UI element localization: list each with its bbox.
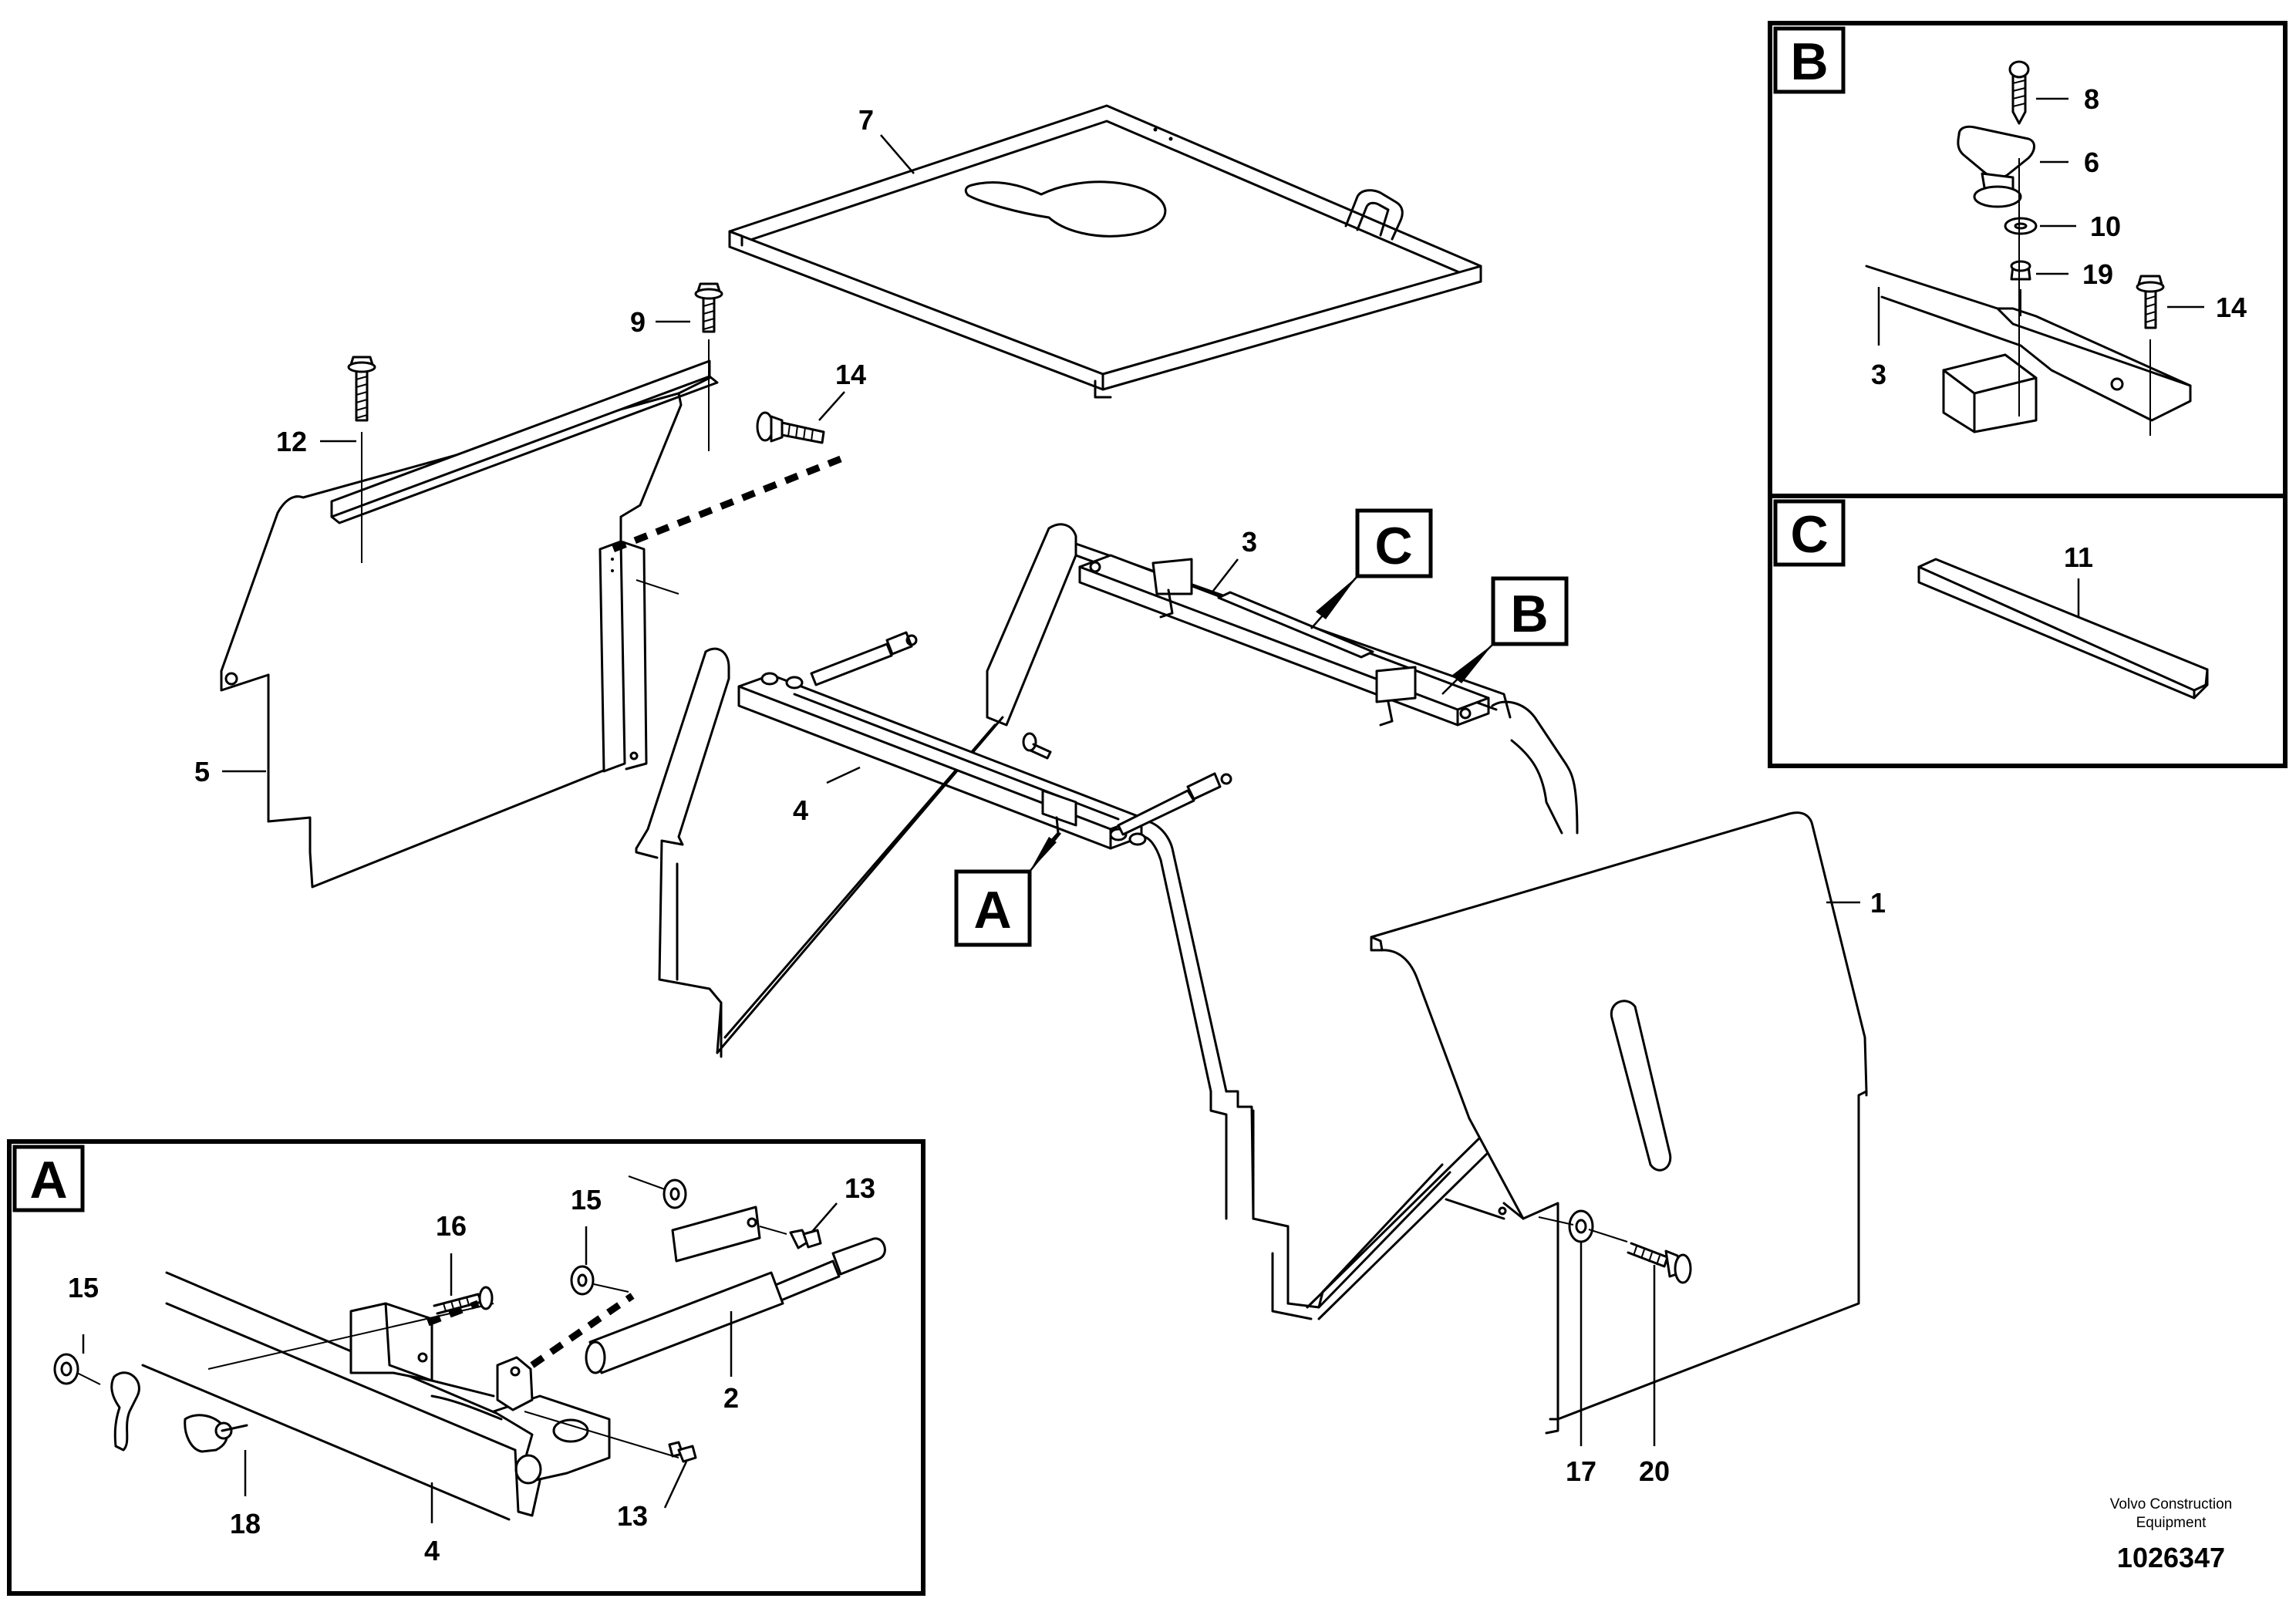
company-name-line2: Equipment [2136,1515,2207,1531]
detail-label-a: A [12,1145,85,1212]
label-13-top: 13 [845,1172,875,1204]
side-panel-part-5 [220,359,719,889]
detail-view-c [1768,494,2288,768]
bolt-part-20 [1627,1242,1692,1284]
label-15-left: 15 [68,1272,99,1303]
bolt-part-14-left [612,411,842,595]
label-7: 7 [858,104,874,136]
bolt-part-12 [347,356,376,563]
svg-text:C: C [1374,517,1412,575]
label-8: 8 [2084,83,2099,115]
svg-text:B: B [1510,585,1548,643]
rear-beam-part-3 [1078,554,1490,727]
label-16: 16 [436,1210,467,1242]
label-2: 2 [723,1382,739,1414]
label-14-detail: 14 [2216,292,2247,323]
callout-a: A [954,832,1061,947]
callout-b: B [1441,576,1569,695]
label-5: 5 [194,756,210,787]
detail-view-a [7,1139,925,1596]
svg-text:C: C [1790,505,1828,564]
label-3-detail: 3 [1871,359,1886,390]
footer: Volvo Construction Equipment 1026347 [2110,1496,2232,1573]
label-13-bottom: 13 [617,1500,648,1532]
label-10: 10 [2090,211,2121,242]
bolt-part-9 [694,282,723,451]
top-cover-part-7 [728,104,1482,399]
label-9: 9 [630,306,646,338]
detail-label-b: B [1773,26,1846,94]
label-3-main: 3 [1242,526,1257,558]
cab-frame [635,523,1579,1320]
front-beam-part-4 [737,631,1232,850]
washer-part-17 [1538,1209,1628,1243]
label-17: 17 [1566,1455,1596,1487]
callout-c: C [1310,508,1433,629]
svg-text:B: B [1790,32,1828,91]
svg-text:A: A [973,881,1011,939]
label-6: 6 [2084,147,2099,178]
small-bolt [1022,732,1052,760]
label-4-detail: 4 [424,1535,440,1566]
svg-text:A: A [29,1151,67,1209]
label-12: 12 [276,426,307,457]
label-1: 1 [1870,887,1886,919]
label-15-middle: 15 [571,1184,602,1216]
document-number: 1026347 [2117,1542,2225,1573]
label-20: 20 [1639,1455,1670,1487]
label-18: 18 [230,1508,261,1539]
label-11: 11 [2064,541,2093,573]
company-name-line1: Volvo Construction [2110,1496,2232,1512]
label-14-main: 14 [835,359,866,390]
side-panel-part-1 [1370,811,1868,1435]
detail-label-c: C [1773,499,1846,567]
label-4-main: 4 [793,794,808,826]
label-19: 19 [2082,258,2113,290]
part-number-labels: 7 9 12 14 5 4 3 1 17 20 15 16 15 [68,83,2247,1566]
detail-view-b [1768,21,2288,498]
